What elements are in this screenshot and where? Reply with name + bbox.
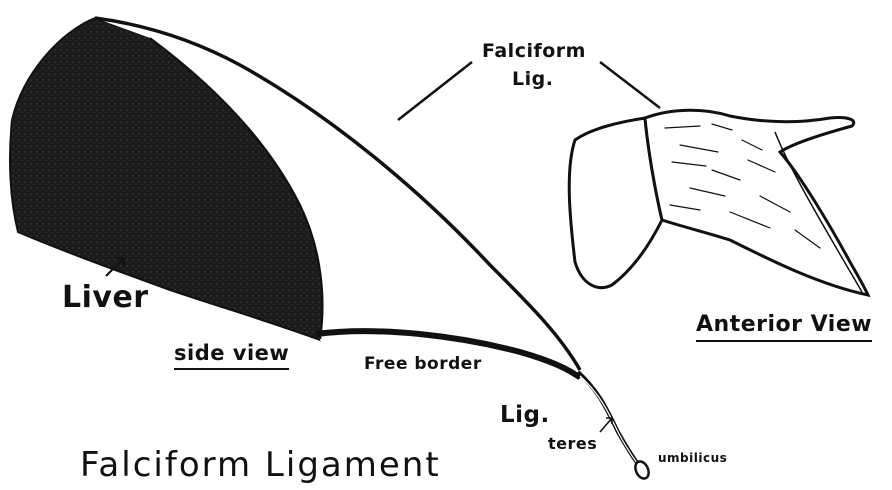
liver-shape: [10, 18, 323, 340]
falciform-lig-label-line1: Falciform: [482, 42, 586, 61]
side-view-figure: [10, 18, 651, 481]
umbilicus-ring: [633, 459, 651, 480]
side-view-label: side view: [174, 343, 289, 370]
teres-pointer-line: [600, 418, 612, 432]
teres-label: teres: [548, 436, 597, 452]
falciform-pointer-side: [398, 62, 472, 120]
falciform-pointer-anterior: [600, 62, 660, 108]
free-border-label: Free border: [364, 356, 482, 373]
liver-label: Liver: [62, 283, 149, 313]
anterior-view-label: Anterior View: [696, 314, 872, 342]
umbilicus-label: umbilicus: [658, 452, 727, 464]
diagram-title: Falciform Ligament: [80, 448, 441, 482]
lig-label: Lig.: [500, 404, 550, 427]
anterior-ligament-sheet: [645, 110, 868, 295]
falciform-lig-label-line2: Lig.: [512, 70, 553, 89]
